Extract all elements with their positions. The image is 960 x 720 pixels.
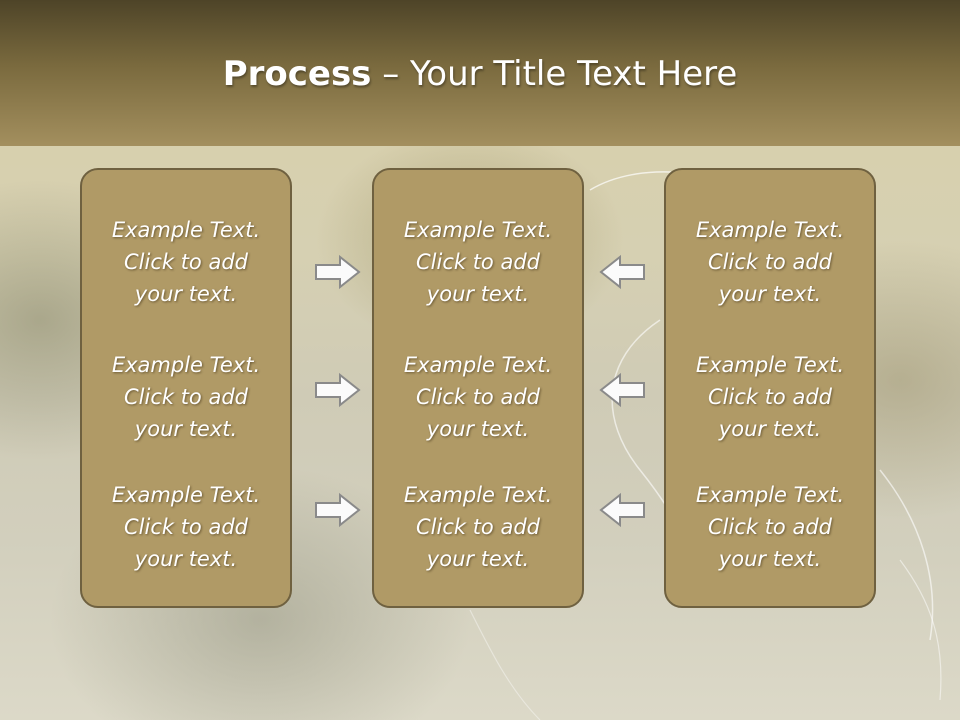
text-placeholder[interactable]: Example Text. Click to add your text. xyxy=(695,353,845,441)
title-bold: Process xyxy=(222,54,372,94)
arrow-left-icon xyxy=(599,254,645,290)
text-placeholder[interactable]: Example Text. Click to add your text. xyxy=(403,483,553,571)
arrow-left-icon xyxy=(599,492,645,528)
text-placeholder[interactable]: Example Text. Click to add your text. xyxy=(111,353,261,441)
text-placeholder[interactable]: Example Text. Click to add your text. xyxy=(403,218,553,306)
process-box-right[interactable]: Example Text. Click to add your text. Ex… xyxy=(664,168,876,608)
arrow-right-icon xyxy=(315,372,361,408)
arrow-right-icon xyxy=(315,492,361,528)
title-bar: Process – Your Title Text Here xyxy=(0,0,960,146)
slide-title[interactable]: Process – Your Title Text Here xyxy=(0,52,960,96)
text-placeholder[interactable]: Example Text. Click to add your text. xyxy=(111,218,261,306)
arrow-left-icon xyxy=(599,372,645,408)
text-placeholder[interactable]: Example Text. Click to add your text. xyxy=(695,218,845,306)
text-placeholder[interactable]: Example Text. Click to add your text. xyxy=(111,483,261,571)
process-box-left[interactable]: Example Text. Click to add your text. Ex… xyxy=(80,168,292,608)
title-rest: – Your Title Text Here xyxy=(371,54,738,94)
text-placeholder[interactable]: Example Text. Click to add your text. xyxy=(695,483,845,571)
arrow-right-icon xyxy=(315,254,361,290)
process-box-center[interactable]: Example Text. Click to add your text. Ex… xyxy=(372,168,584,608)
text-placeholder[interactable]: Example Text. Click to add your text. xyxy=(403,353,553,441)
